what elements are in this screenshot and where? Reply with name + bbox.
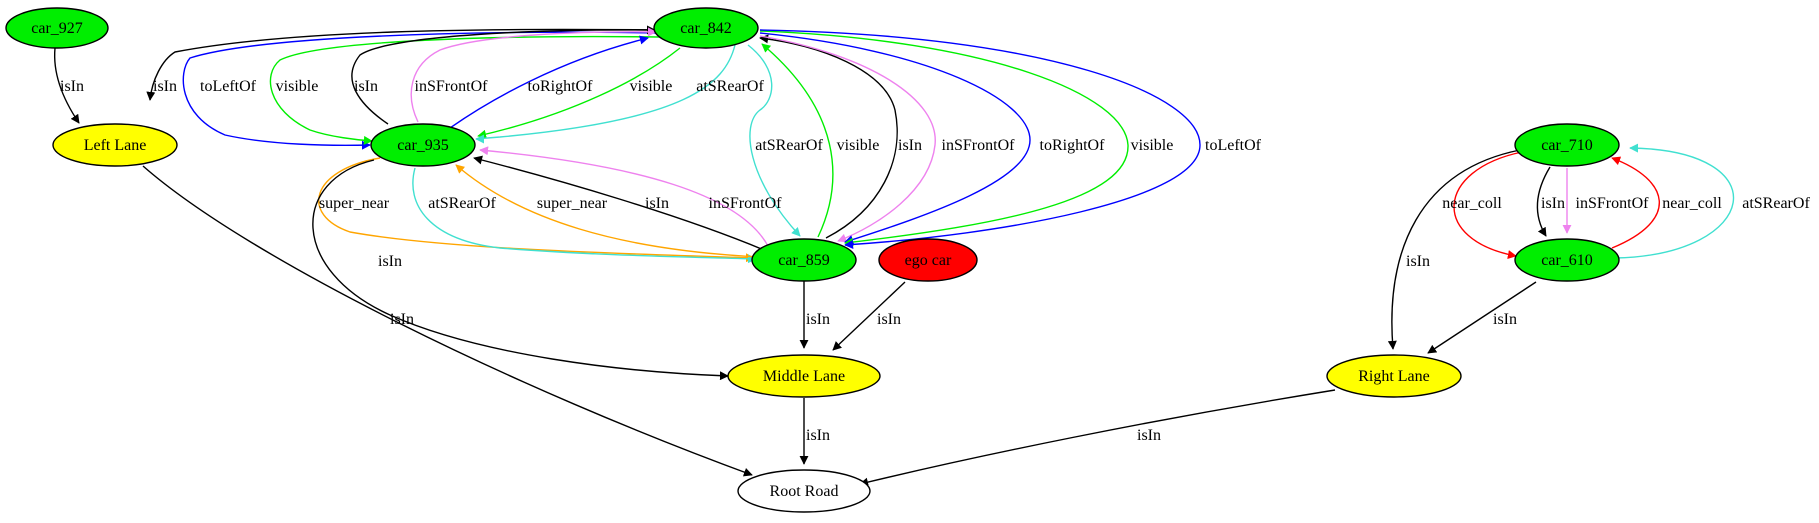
label-car859-car842-visible: visible — [837, 137, 880, 154]
label-car842-car859-torightof: toRightOf — [1040, 137, 1106, 154]
node-car-842: car_842 — [653, 7, 759, 49]
edge-rightlane-rootroad-isin — [859, 389, 1336, 487]
edge-car859-car842-isin — [759, 34, 898, 239]
label-car935-car859-super-near: super_near — [319, 195, 390, 212]
label-car610-car710-atsrearof: atSRearOf — [1742, 195, 1810, 212]
node-label: Left Lane — [84, 137, 147, 154]
label-car842-car859-atsrearof: atSRearOf — [755, 137, 823, 154]
label-car935-middlelane-isin: isIn — [378, 253, 402, 270]
label-leftlane-rootroad-isin: isIn — [390, 311, 414, 328]
label-car610-car710-near-coll: near_coll — [1662, 195, 1722, 212]
label-car842-car859-visible: visible — [1131, 137, 1174, 154]
label-car859-car842-isin: isIn — [898, 137, 922, 154]
node-car-610: car_610 — [1514, 238, 1620, 282]
node-label: car_927 — [31, 20, 83, 37]
node-car-927: car_927 — [5, 7, 109, 49]
label-car859-car935-super-near: super_near — [537, 195, 608, 212]
node-root-road: Root Road — [737, 469, 871, 513]
label-car842-car859-toleftof: toLeftOf — [1205, 137, 1262, 154]
edge-car610-rightlane-isin — [1427, 281, 1537, 354]
edge-leftlane-rootroad-isin — [142, 165, 753, 477]
node-label: Root Road — [770, 483, 839, 500]
label-car927-leftlane: isIn — [60, 78, 84, 95]
edge-car842-car935-atsrearof — [475, 44, 736, 144]
label-car935-car859-atsrearof: atSRearOf — [428, 195, 496, 212]
edge-car842-car859-visible — [759, 30, 1129, 247]
label-car842-car859-insfrontof: inSFrontOf — [942, 137, 1016, 154]
node-middle-lane: Middle Lane — [727, 354, 881, 398]
edge-car935-car859-atsrearof — [412, 167, 757, 264]
edge-car842-car859-insfrontof — [759, 35, 936, 243]
label-middlelane-rootroad-isin: isIn — [806, 427, 830, 444]
edge-car842-car859-toleftof — [759, 29, 1201, 249]
node-ego-car: ego car — [878, 238, 978, 282]
label-car935-car842-insfrontof: inSFrontOf — [415, 78, 489, 95]
label-car859-car935-isin: isIn — [645, 195, 669, 212]
edge-car710-car610-isin — [1536, 166, 1551, 237]
label-car935-car842-torightof: toRightOf — [528, 78, 594, 95]
node-label: car_935 — [397, 137, 449, 154]
edge-car842-car859-torightof — [759, 32, 1031, 244]
edge-car610-car710-atsrearof — [1614, 143, 1735, 259]
edge-car859-car935-super-near — [455, 164, 761, 258]
label-car842-car935-atsrearof: atSRearOf — [696, 78, 764, 95]
edge-egocar-middlelane-isin — [832, 281, 906, 351]
label-car710-rightlane-isin: isIn — [1406, 253, 1430, 270]
label-egocar-middlelane-isin: isIn — [877, 311, 901, 328]
node-left-lane: Left Lane — [52, 123, 178, 167]
edge-car859-car935-isin — [473, 155, 765, 251]
edge-car710-car610-near-coll — [1453, 151, 1523, 259]
node-right-lane: Right Lane — [1326, 354, 1462, 398]
edge-car935-car859-super-near — [318, 157, 755, 263]
node-label: car_842 — [680, 20, 732, 37]
node-label: Middle Lane — [763, 368, 845, 385]
label-car842-car935-visible2: visible — [630, 78, 673, 95]
edge-car935-car842-isin — [351, 25, 656, 125]
label-car710-car610-near-coll: near_coll — [1442, 195, 1502, 212]
label-car842-leftlane: isIn — [153, 78, 177, 95]
edge-car935-car842-torightof — [449, 35, 649, 129]
node-car-859: car_859 — [751, 238, 857, 282]
edge-car610-car710-near-coll — [1611, 156, 1660, 249]
node-label: car_859 — [778, 252, 830, 269]
edge-car710-rightlane-isin — [1387, 149, 1521, 350]
label-car842-car935-toleftof: toLeftOf — [200, 78, 257, 95]
edge-car935-car842-insfrontof — [410, 27, 657, 123]
node-label: ego car — [905, 252, 952, 269]
label-car859-car935-insfrontof: inSFrontOf — [709, 195, 783, 212]
node-label: car_710 — [1541, 137, 1593, 154]
label-car710-car610-isin: isIn — [1541, 195, 1565, 212]
label-car935-car842-isin: isIn — [354, 78, 378, 95]
label-car859-middlelane-isin: isIn — [806, 311, 830, 328]
edge-car935-middlelane-isin — [312, 159, 729, 381]
edge-car842-car935-toleftof — [182, 31, 657, 150]
label-car710-car610-insfrontof: inSFrontOf — [1576, 195, 1650, 212]
edge-car842-car859-atsrearof — [747, 44, 801, 237]
label-car610-rightlane-isin: isIn — [1493, 311, 1517, 328]
node-label: Right Lane — [1358, 368, 1430, 385]
node-car-710: car_710 — [1514, 123, 1620, 167]
edge-car842-leftlane-isin — [146, 28, 661, 101]
edge-car859-car935-insfrontof — [479, 146, 769, 247]
node-car-935: car_935 — [370, 123, 476, 167]
label-car842-car935-visible: visible — [276, 78, 319, 95]
edge-car842-car935-visible2 — [477, 47, 681, 139]
label-rightlane-rootroad-isin: isIn — [1137, 427, 1161, 444]
node-label: car_610 — [1541, 252, 1593, 269]
edge-car859-car842-visible — [761, 43, 834, 238]
edge-car927-leftlane-isin — [53, 47, 80, 124]
